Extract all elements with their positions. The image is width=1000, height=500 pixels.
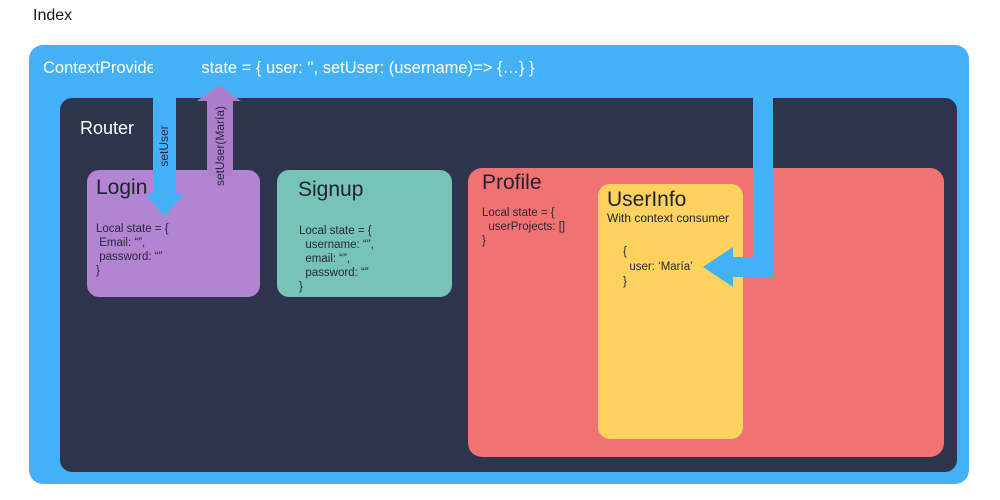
profile-component-box: Profile Local state = { userProjects: []…	[468, 168, 944, 457]
context-provider-title: ContextProvider	[43, 59, 162, 77]
page-title: Index	[33, 7, 73, 24]
signup-local-state-code: Local state = { username: “”, email: “”,…	[299, 225, 374, 293]
userinfo-title: UserInfo	[607, 188, 687, 211]
login-local-state-code: Local state = { Email: “”, password: “” …	[96, 223, 169, 277]
context-provider-state: state = { user: '', setUser: (username)=…	[201, 59, 535, 77]
router-title: Router	[80, 118, 135, 138]
login-component-box: Login Local state = { Email: “”, passwor…	[87, 170, 260, 297]
signup-component-box: Signup Local state = { username: “”, ema…	[277, 170, 452, 297]
userinfo-component-box: UserInfo With context consumer { user: ‘…	[598, 184, 743, 439]
setuser-maria-arrow-label: setUser(María)	[213, 105, 227, 187]
profile-title: Profile	[482, 171, 542, 194]
userinfo-context-code: { user: ‘María’ }	[623, 246, 693, 288]
signup-title: Signup	[298, 178, 364, 201]
userinfo-subtitle: With context consumer	[607, 211, 730, 225]
router-box: Router Login Local state = { Email: “”, …	[60, 98, 957, 472]
context-provider-box: ContextProvider state = { user: '', setU…	[29, 45, 969, 484]
context-provider-header: ContextProvider state = { user: '', setU…	[43, 59, 535, 78]
login-title: Login	[96, 176, 148, 199]
setuser-arrow-label: setUser	[157, 125, 171, 167]
profile-local-state-code: Local state = { userProjects: [] }	[482, 207, 566, 247]
